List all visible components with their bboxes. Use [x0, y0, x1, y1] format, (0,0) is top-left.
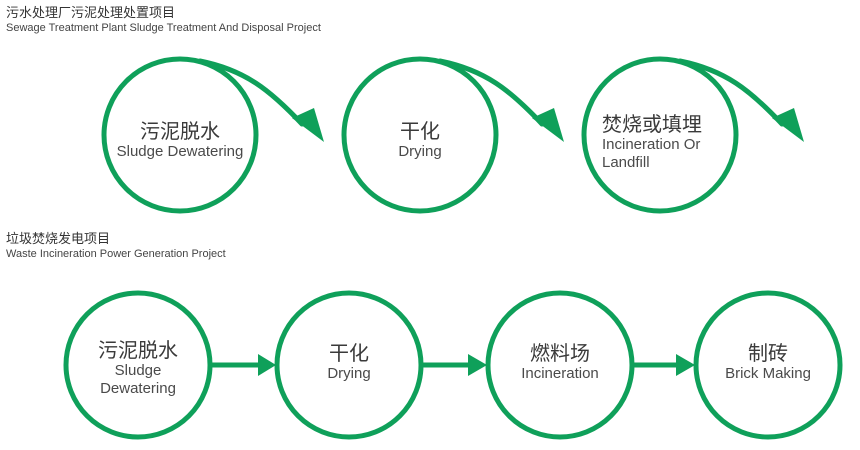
row1-step1-en: Sludge Dewatering — [116, 143, 244, 160]
row2-step3-label: 燃料场 Incineration — [521, 341, 599, 383]
section1-title-en: Sewage Treatment Plant Sludge Treatment … — [6, 22, 321, 35]
row1-step3-circle — [581, 56, 739, 214]
row2-step4-en: Brick Making — [725, 365, 811, 382]
row2-arrowhead-3 — [676, 354, 695, 376]
row1-step3-en: Incineration Or Landfill — [602, 136, 701, 171]
row2-arrowhead-1 — [258, 354, 276, 376]
section2-title-zh: 垃圾焚烧发电项目 — [6, 232, 111, 247]
row2-arrowhead-2 — [468, 354, 487, 376]
section2-heading: 垃圾焚烧发电项目 Waste Incineration Power Genera… — [6, 232, 226, 262]
row2-step1-en: Sludge Dewatering — [100, 362, 176, 397]
section2-title-en: Waste Incineration Power Generation Proj… — [6, 248, 226, 261]
row1-arrowhead-2 — [532, 108, 564, 142]
row1-step1-circle — [101, 56, 259, 214]
row1-step1-label: 污泥脱水 Sludge Dewatering — [117, 119, 244, 161]
row2-step4-zh: 制砖 — [747, 341, 788, 365]
row2-step3-en: Incineration — [521, 365, 599, 382]
row2-step2-label: 干化 Drying — [327, 341, 370, 383]
row2-step2-zh: 干化 — [328, 341, 369, 365]
row2-step3-zh: 燃料场 — [530, 341, 590, 365]
row1-step3-label: 焚烧或填埋 Incineration Or Landfill — [602, 112, 702, 172]
row1-arrow-3 — [677, 58, 785, 127]
row1-arrow-2 — [437, 58, 545, 127]
row1-step2-zh: 干化 — [399, 119, 440, 143]
section1-title-zh: 污水处理厂污泥处理处置项目 — [6, 6, 176, 21]
section1-heading: 污水处理厂污泥处理处置项目 Sewage Treatment Plant Slu… — [6, 6, 321, 36]
row1-step2-circle — [341, 56, 499, 214]
row1-step3-zh: 焚烧或填埋 — [602, 112, 702, 136]
row2-step4-label: 制砖 Brick Making — [725, 341, 811, 383]
row1-arrowhead-1 — [292, 108, 324, 142]
row2-step1-label: 污泥脱水 Sludge Dewatering — [98, 338, 178, 398]
row1-step2-label: 干化 Drying — [398, 119, 441, 161]
row1-step1-zh: 污泥脱水 — [140, 119, 220, 143]
row2-step2-en: Drying — [327, 365, 371, 382]
row1-arrowhead-3 — [772, 108, 804, 142]
row2-step1-zh: 污泥脱水 — [98, 338, 178, 362]
row1-arrow-1 — [197, 58, 305, 127]
row2-step4-circle — [693, 290, 843, 440]
row1-step2-en: Drying — [398, 143, 442, 160]
